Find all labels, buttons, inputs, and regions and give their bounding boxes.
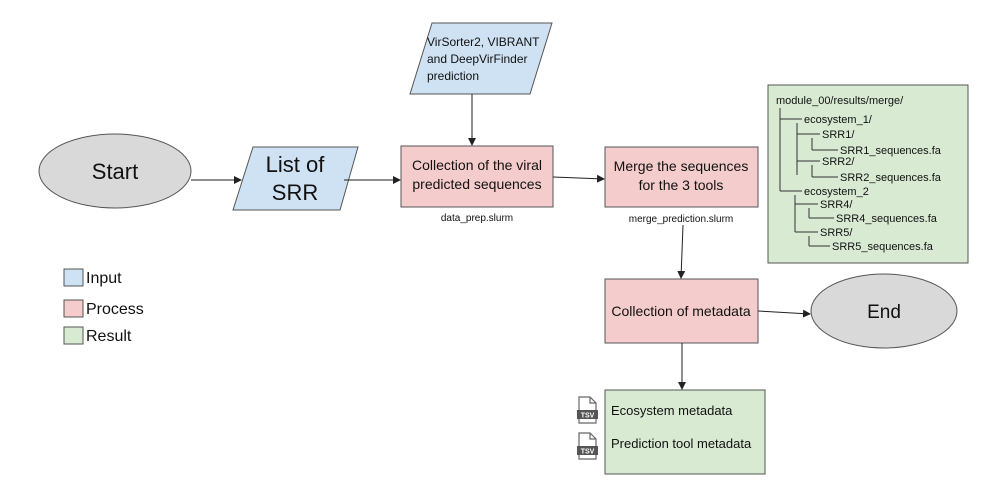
collection-viral-label-line2: predicted sequences [412,176,541,192]
tree-root: module_00/results/merge/ [776,95,904,107]
tree-item: ecosystem_1/ [804,114,873,126]
merge-label-line2: for the 3 tools [639,177,724,193]
prediction-tool-metadata-label: Prediction tool metadata [611,436,752,451]
merge-label-line1: Merge the sequences [614,158,749,174]
tsv-icon-label: TSV [581,449,595,456]
metadata-result-box: Ecosystem metadata Prediction tool metad… [604,389,766,475]
predictors-label-line3: prediction [427,69,479,83]
merge-prediction-script-label: merge_prediction.slurm [629,214,734,225]
list-of-srr-label-line1: List of [266,152,326,177]
list-of-srr-label-line2: SRR [272,180,318,205]
tree-item: SRR4/ [820,199,853,211]
tsv-file-icon: TSV [577,432,598,460]
start-node: Start [38,133,192,209]
start-label: Start [92,159,138,184]
collection-viral-label-line1: Collection of the viral [412,157,542,173]
end-label: End [867,302,901,323]
ecosystem-metadata-label: Ecosystem metadata [611,403,733,418]
legend-swatch-result [63,326,84,345]
tree-item: SRR2/ [822,156,855,168]
tree-item: SRR5/ [820,227,853,239]
predictors-label-line1: VirSorter2, VIBRANT [427,35,540,49]
legend: Input Process Result [63,268,144,345]
legend-swatch-process [63,299,84,318]
arrow-metadata-to-end [757,309,811,318]
result-tree-box: module_00/results/merge/ ecosystem_1/ SR… [767,84,969,264]
tree-item: SRR1_sequences.fa [840,145,942,157]
tree-item: ecosystem_2 [804,186,869,198]
merge-node: Merge the sequences for the 3 tools [604,146,759,208]
legend-label-process: Process [86,301,144,318]
tree-item: SRR5_sequences.fa [832,241,934,253]
arrow-collection-to-merge [552,174,605,183]
legend-swatch-input [63,268,84,287]
legend-label-result: Result [86,328,132,345]
collection-viral-node: Collection of the viral predicted sequen… [400,145,554,208]
tsv-file-icon: TSV [577,396,598,424]
list-of-srr-node: List of SRR [232,146,359,211]
tree-item: SRR4_sequences.fa [836,213,938,225]
tree-item: SRR2_sequences.fa [840,172,942,184]
arrow-merge-to-metadata [677,224,686,279]
tree-item: SRR1/ [822,129,855,141]
predictors-label-line2: and DeepVirFinder [427,52,528,66]
connectors [191,94,811,390]
collection-metadata-node: Collection of metadata [604,278,759,344]
predictors-node: VirSorter2, VIBRANT and DeepVirFinder pr… [409,22,553,95]
tree-connectors [779,108,838,247]
collection-metadata-label: Collection of metadata [611,303,751,319]
legend-label-input: Input [86,270,122,287]
end-node: End [810,273,958,349]
tsv-icon-label: TSV [581,413,595,420]
data-prep-script-label: data_prep.slurm [441,213,513,224]
